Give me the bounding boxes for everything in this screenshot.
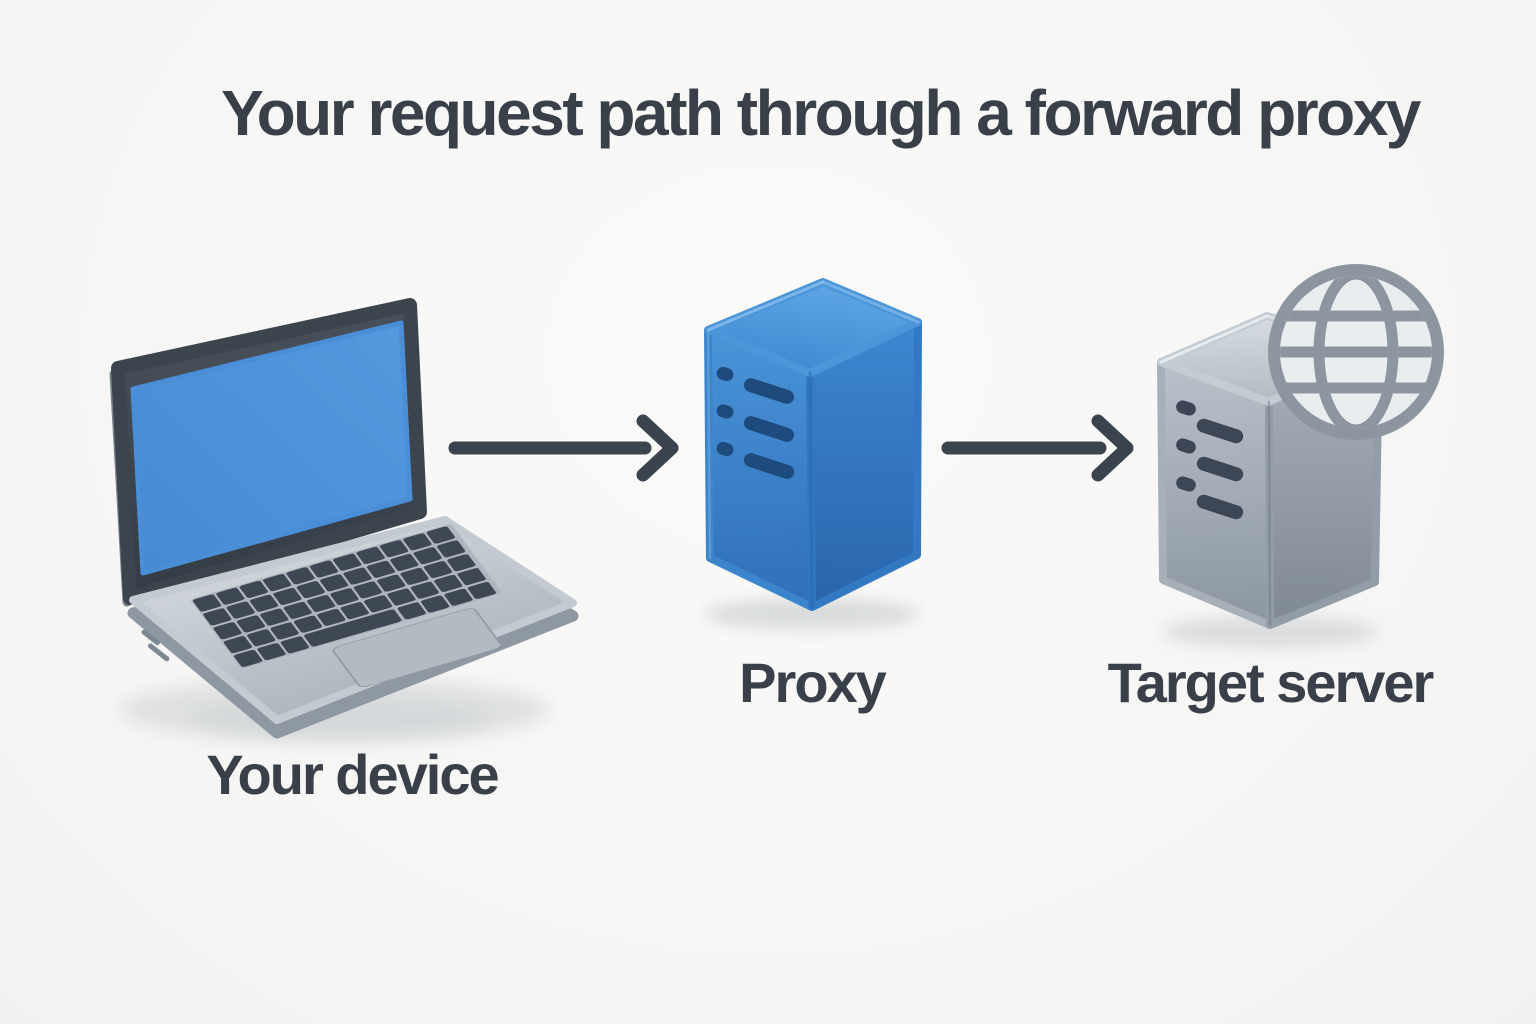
arrow-right-icon [941, 414, 1134, 482]
proxy-shadow [704, 598, 920, 630]
server-icon [704, 278, 922, 630]
laptop-screen [130, 320, 413, 576]
node-label-target-server: Target server [1107, 651, 1435, 714]
diagram-title: Your request path through a forward prox… [221, 77, 1421, 149]
arrow-right-icon [448, 414, 679, 482]
globe-icon [1268, 264, 1444, 440]
laptop-trackpad [332, 608, 502, 688]
spacebar-key [304, 609, 402, 647]
node-label-your-device: Your device [206, 743, 499, 806]
laptop-icon [109, 298, 579, 742]
laptop-keyboard [191, 524, 502, 688]
proxy-vents [716, 366, 795, 479]
target-vents [1176, 400, 1244, 520]
laptop-ports [141, 629, 170, 662]
server-globe-icon [1157, 264, 1444, 648]
proxy-box [704, 278, 922, 611]
target-shadow [1162, 616, 1378, 648]
node-label-proxy: Proxy [739, 651, 887, 714]
